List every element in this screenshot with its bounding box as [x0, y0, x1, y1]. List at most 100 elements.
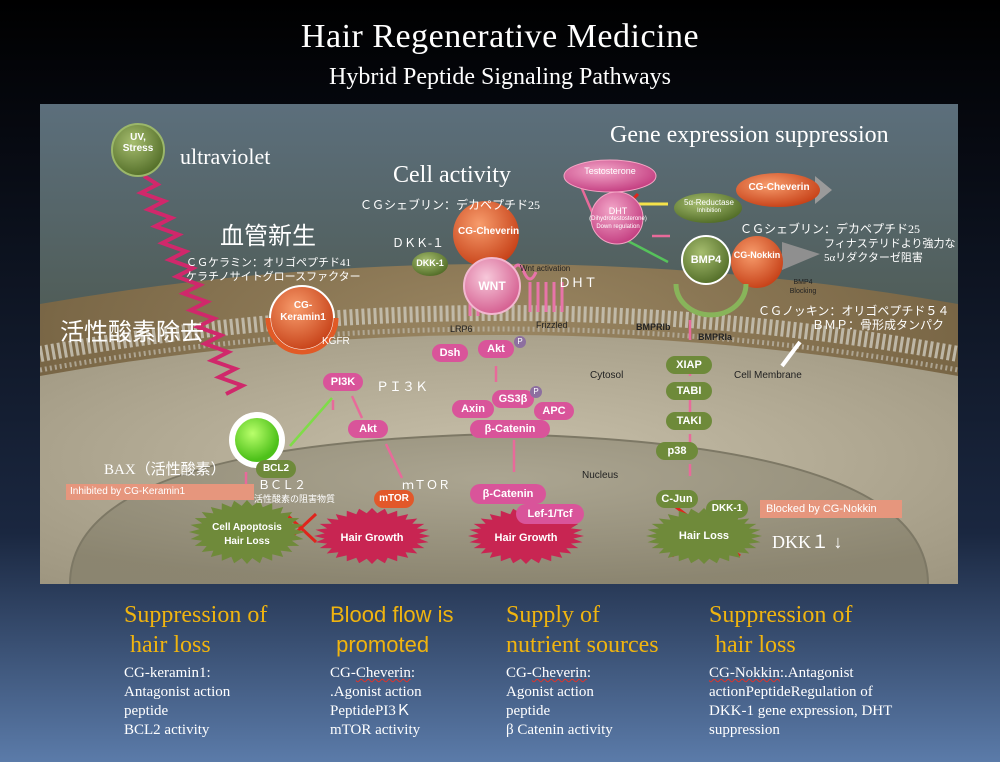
mtor-node: mTOR: [374, 490, 414, 508]
dht-note: ＤＨＴ: [558, 275, 598, 290]
dht-sub1: (Dihydrotestosterone): [589, 216, 647, 222]
bmp4-node: BMP4: [690, 254, 722, 266]
column-4-line: suppression: [709, 722, 780, 738]
cell-membrane-label: Cell Membrane: [734, 370, 802, 381]
column-2-line: mTOR activity: [330, 722, 421, 738]
cjun-node: C-Jun: [656, 490, 698, 508]
bcl2-node: BCL2: [256, 460, 296, 478]
cytosol-label: Cytosol: [590, 370, 624, 381]
uv-stress-node: UV, Stress: [122, 132, 154, 154]
page-subtitle: Hybrid Peptide Signaling Pathways: [329, 64, 671, 90]
reductase-node: 5α-Reductase: [684, 198, 734, 207]
column-2-title-1: Blood flow is: [330, 602, 454, 627]
tabi-node: TABI: [666, 382, 712, 400]
keramin-note-2: ケラチノサイトグロースファクター: [186, 271, 361, 283]
hair-loss-outcome-left: Hair Loss: [224, 536, 270, 547]
bmprib-label: BMPRIb: [636, 322, 671, 332]
column-2-name: Cheverin: [355, 665, 411, 681]
bmp4-blocking-label: BMP4 Blocking: [789, 279, 817, 295]
dkk1-note: ＤＫＫ-１: [392, 236, 444, 250]
wnt-node: WNT: [478, 279, 506, 293]
bmpria-label: BMPRIa: [698, 332, 733, 342]
column-4-name-line: CG-Nokkin:.Antagonist: [709, 664, 989, 683]
mtor-note: ｍＴＯＲ: [402, 478, 451, 492]
column-3-suffix: :: [586, 665, 591, 681]
column-4-suffix: :.Antagonist: [779, 665, 854, 681]
column-2-title-2: promoted: [330, 632, 430, 657]
column-2-name-line: CG-Cheverin:: [330, 664, 500, 683]
finasteride-note-1: フィナステリドより強力な: [824, 238, 956, 250]
lrp6-label: LRP6: [450, 324, 473, 334]
column-4-name: CG-Nokkin: [709, 665, 780, 681]
column-1-body: CG-keramin1: Antagonist action peptide B…: [124, 664, 324, 740]
hair-growth-outcome-2: Hair Growth: [494, 532, 558, 544]
cell-activity-heading: Cell activity: [393, 162, 511, 188]
akt-mid-node: Akt: [478, 340, 514, 358]
page-title: Hair Regenerative Medicine: [300, 18, 700, 55]
axin-node: Axin: [452, 400, 494, 418]
column-3-line: β Catenin activity: [506, 722, 613, 738]
dht-sub2: Down regulation: [596, 224, 640, 230]
column-2-suffix: :: [410, 665, 415, 681]
lef-tcf-node: Lef-1/Tcf: [516, 504, 584, 524]
beta-catenin-nucleus-node: β-Catenin: [470, 484, 546, 504]
column-4-line: DKK-1 gene expression, DHT: [709, 703, 893, 719]
ultraviolet-heading: ultraviolet: [180, 144, 271, 169]
column-nutrient-supply: Supply of nutrient sources CG-Cheverin: …: [506, 600, 706, 740]
pi3k-note: ＰＩ３Ｋ: [376, 379, 429, 394]
column-3-body: CG-Cheverin: Agonist action peptide β Ca…: [506, 664, 706, 740]
frizzled-label: Frizzled: [536, 320, 568, 330]
cheverin-note-left: ＣＧシェブリン：デカペプチド25: [360, 198, 541, 212]
column-1-line: peptide: [124, 703, 169, 719]
hair-growth-outcome-1: Hair Growth: [340, 532, 404, 544]
taki-node: TAKI: [666, 412, 712, 430]
testosterone-node: Testosterone: [584, 166, 636, 176]
cg-cheverin-mid-node: CG-Cheverin: [458, 226, 520, 237]
dkk1-nucleus-node: DKK-1: [706, 500, 748, 518]
gs3b-node: GS3β: [492, 390, 534, 408]
column-4-line: actionPeptideRegulation of: [709, 684, 873, 700]
blocked-by-nokkin-label: Blocked by CG-Nokkin: [760, 500, 902, 518]
phospho-badge-2: P: [530, 386, 542, 398]
xiap-node: XIAP: [666, 356, 712, 374]
column-4-body: CG-Nokkin:.Antagonist actionPeptideRegul…: [709, 664, 989, 740]
column-1-line: CG-keramin1:: [124, 665, 211, 681]
column-3-line: peptide: [506, 703, 551, 719]
column-suppression-1: Suppression of hair loss CG-keramin1: An…: [124, 600, 324, 740]
column-3-name-line: CG-Cheverin:: [506, 664, 706, 683]
cg-cheverin-right-node: CG-Cheverin: [748, 182, 810, 193]
pathway-diagram: UV, Stress ultraviolet Cell activity Gen…: [40, 104, 958, 584]
apc-node: APC: [534, 402, 574, 420]
bcl2-desc-note: 活性酸素の阻害物質: [254, 494, 336, 504]
column-2-body: CG-Cheverin: .Agonist action PeptidePI3Ｋ…: [330, 664, 500, 740]
column-3-prefix: CG-: [506, 665, 532, 681]
column-2-line: PeptidePI3Ｋ: [330, 703, 411, 719]
pi3k-node: PI3K: [323, 373, 363, 391]
column-1-line: BCL2 activity: [124, 722, 210, 738]
column-4-title-1: Suppression of: [709, 602, 853, 628]
column-2-prefix: CG-: [330, 665, 356, 681]
nucleus-label: Nucleus: [582, 470, 619, 481]
column-3-title-2: nutrient sources: [506, 632, 659, 658]
cheverin-note-right: ＣＧシェブリン：デカペプチド25: [740, 222, 921, 236]
ros-removal-heading: 活性酸素除去: [60, 320, 204, 346]
bax-note: BAX（活性酸素）: [104, 462, 226, 478]
column-3-line: Agonist action: [506, 684, 594, 700]
column-suppression-2: Suppression of hair loss CG-Nokkin:.Anta…: [709, 600, 989, 740]
dkk1-node: DKK-1: [416, 258, 444, 268]
angiogenesis-heading: 血管新生: [220, 224, 316, 250]
nokkin-note: ＣＧノッキン：オリゴペプチド５４: [758, 304, 950, 318]
cg-nokkin-node: CG-Nokkin: [733, 250, 781, 260]
column-3-title-1: Supply of: [506, 602, 601, 628]
p38-node: p38: [656, 442, 698, 460]
akt-left-node: Akt: [348, 420, 388, 438]
phospho-badge: P: [514, 336, 526, 348]
inhibited-by-keramin-label: Inhibited by CG-Keramin1: [66, 484, 254, 500]
column-1-title-2: hair loss: [124, 632, 211, 658]
column-1-line: Antagonist action: [124, 684, 231, 700]
bcl2-note: ＢＣＬ２: [258, 478, 307, 492]
gene-suppression-heading: Gene expression suppression: [610, 122, 889, 148]
wnt-activation-label: Wnt activation: [520, 264, 571, 273]
dsh-node: Dsh: [432, 344, 468, 362]
dkk1-down-note: DKK１ ↓: [772, 532, 843, 552]
